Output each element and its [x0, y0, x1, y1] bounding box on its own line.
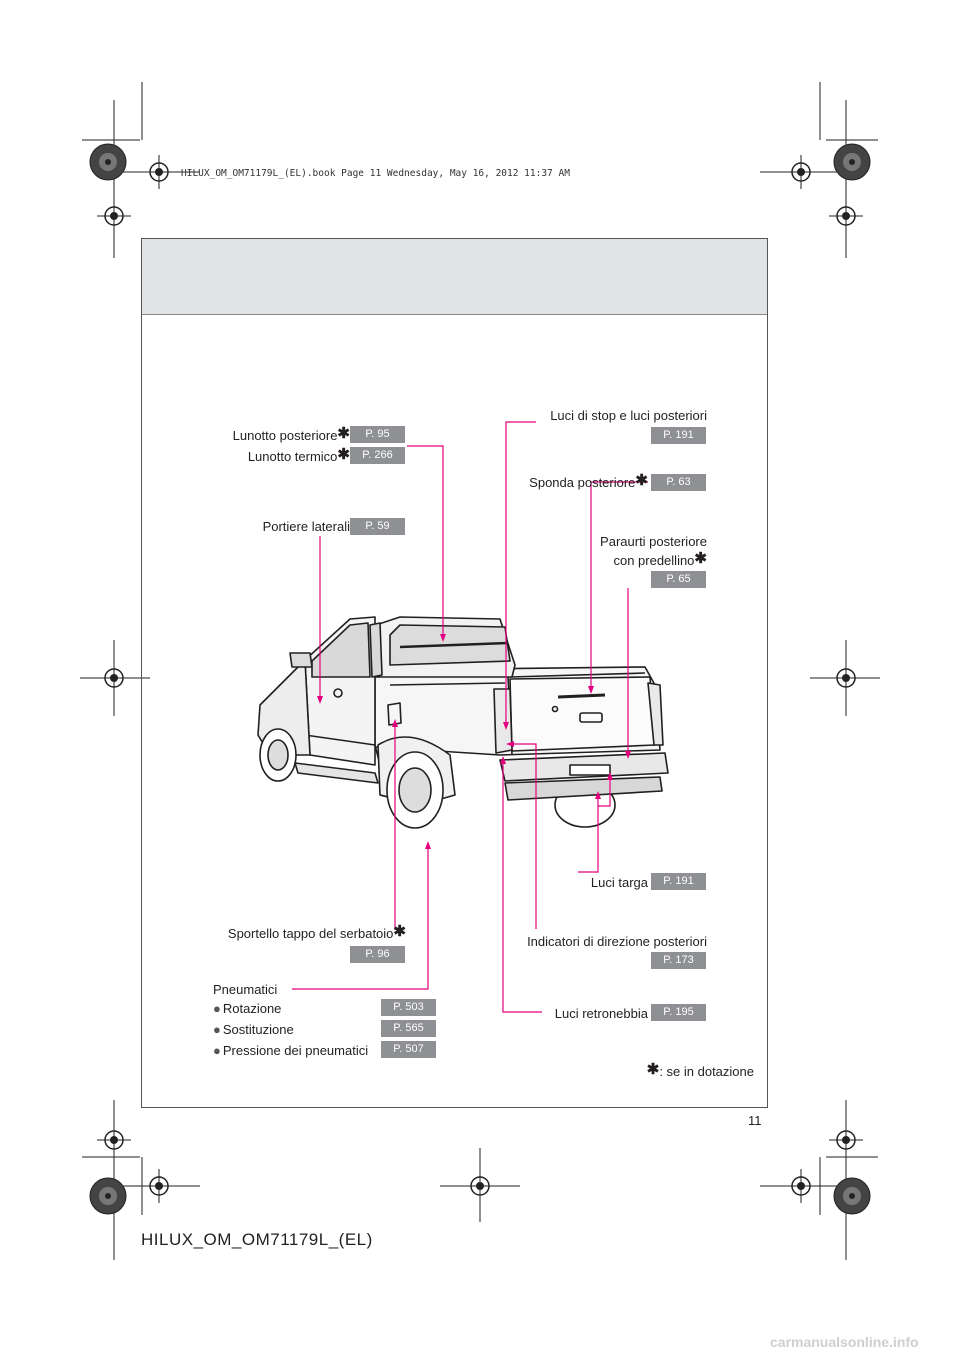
page-ref-luci-retronebbia[interactable]: P. 195: [651, 1004, 706, 1021]
label-paraurti-line2: con predellino✱: [613, 550, 707, 569]
label-pneumatici: Pneumatici: [213, 982, 278, 997]
page-ref-lunotto-termico[interactable]: P. 266: [350, 447, 405, 464]
header-text: HILUX_OM_OM71179L_(EL).book Page 11 Wedn…: [181, 168, 570, 179]
page-ref-luci-stop[interactable]: P. 191: [651, 427, 706, 444]
page-ref-sponda-posteriore[interactable]: P. 63: [651, 474, 706, 491]
footnote: ✱: se in dotazione: [646, 1061, 754, 1080]
label-indicatori: Indicatori di direzione posteriori: [527, 934, 707, 949]
page-ref-lunotto-posteriore[interactable]: P. 95: [350, 426, 405, 443]
footer-text: HILUX_OM_OM71179L_(EL): [141, 1230, 373, 1249]
title-band: [142, 239, 767, 315]
page-ref-sportello[interactable]: P. 96: [350, 946, 405, 963]
label-sponda-posteriore: Sponda posteriore✱: [529, 472, 648, 491]
page-ref-rotazione[interactable]: P. 503: [381, 999, 436, 1016]
label-portiere-laterali: Portiere laterali: [262, 519, 350, 534]
page-number: 11: [748, 1113, 762, 1128]
watermark: carmanualsonline.info: [770, 1334, 919, 1350]
page-ref-sostituzione[interactable]: P. 565: [381, 1020, 436, 1037]
label-luci-targa: Luci targa: [590, 875, 648, 890]
label-rotazione: ●Rotazione: [213, 1001, 282, 1016]
label-luci-stop: Luci di stop e luci posteriori: [550, 408, 707, 423]
page-ref-luci-targa[interactable]: P. 191: [651, 873, 706, 890]
page-ref-indicatori[interactable]: P. 173: [651, 952, 706, 969]
label-sportello: Sportello tappo del serbatoio✱: [227, 923, 406, 942]
page-ref-paraurti[interactable]: P. 65: [651, 571, 706, 588]
label-lunotto-termico: Lunotto termico✱: [247, 446, 350, 465]
asterisk-icon: ✱: [646, 1061, 660, 1078]
label-paraurti-line1: Paraurti posteriore: [600, 534, 707, 549]
label-lunotto-posteriore: Lunotto posteriore✱: [232, 425, 350, 444]
page-ref-pressione[interactable]: P. 507: [381, 1041, 436, 1058]
page-ref-portiere-laterali[interactable]: P. 59: [350, 518, 405, 535]
page-frame: [141, 238, 768, 1108]
label-pressione: ●Pressione dei pneumatici: [213, 1043, 369, 1058]
label-sostituzione: ●Sostituzione: [213, 1022, 294, 1037]
label-luci-retronebbia: Luci retronebbia: [554, 1006, 648, 1021]
truck-illustration: [257, 616, 669, 829]
